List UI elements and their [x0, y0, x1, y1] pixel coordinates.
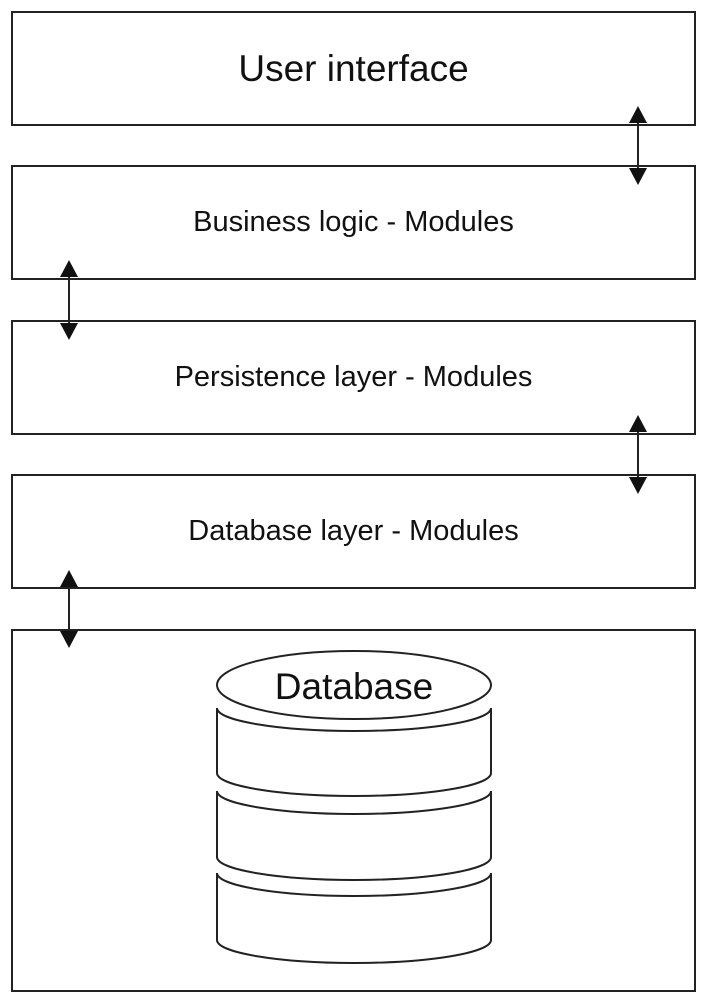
connector-persistence-dblayer-arrow [629, 415, 647, 494]
database-disk-middle-rim [216, 790, 492, 815]
connector-business-persistence-arrow [60, 260, 78, 340]
persistence-layer: Persistence layer - Modules [11, 320, 696, 435]
business-logic-label: Business logic - Modules [193, 206, 514, 238]
user-interface-label: User interface [238, 47, 469, 89]
database-disk-bottom-rim [216, 872, 492, 897]
database-cap [216, 650, 492, 720]
database-disk-top [216, 708, 492, 797]
database-cylinder-icon [216, 650, 492, 964]
persistence-layer-label: Persistence layer - Modules [174, 361, 533, 393]
database-disk-middle [216, 791, 492, 881]
database-layer: Database layer - Modules [11, 474, 696, 589]
database-disk-top-rim [216, 707, 492, 732]
database-label: Database [275, 666, 433, 707]
business-logic-layer: Business logic - Modules [11, 165, 696, 280]
connector-ui-business-arrow [629, 106, 647, 185]
database-disk-bottom [216, 873, 492, 964]
database-layer-label: Database layer - Modules [188, 515, 519, 547]
user-interface-layer: User interface [11, 11, 696, 126]
connector-dblayer-database-arrow [60, 570, 78, 648]
